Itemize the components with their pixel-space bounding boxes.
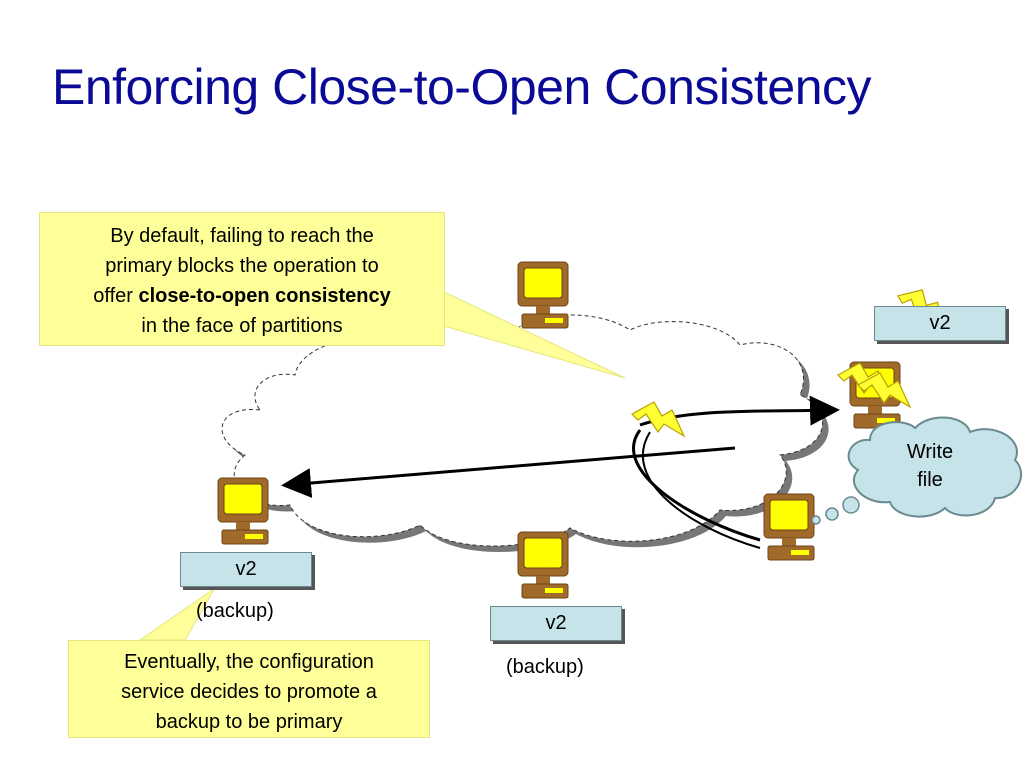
callout-top-line2: primary blocks the operation to [105, 255, 379, 277]
callout-top-line3-bold: close-to-open consistency [138, 285, 391, 307]
callout-bottom-line1: Eventually, the configuration [124, 651, 374, 673]
bottom-node-label: v2 [490, 606, 622, 641]
left-node-label: v2 [180, 552, 312, 587]
thought-line1: Write [906, 441, 954, 463]
callout-bottom-line2: service decides to promote a [121, 681, 377, 703]
arrow-to-left-backup [281, 446, 736, 498]
computer-bottom-icon [517, 531, 569, 599]
slide-title: Enforcing Close-to-Open Consistency [52, 59, 872, 115]
callout-bottom: Eventually, the configuration service de… [68, 640, 430, 738]
right-node-label: v2 [874, 306, 1006, 341]
computer-top-icon [517, 261, 569, 329]
client-route-line [632, 429, 761, 542]
thought-line2: file [917, 469, 943, 491]
computer-client-icon [763, 493, 815, 561]
network-cloud [221, 314, 829, 553]
thought-text: Write file [885, 438, 975, 494]
callout-top-line1: By default, failing to reach the [110, 225, 374, 247]
callout-top-line4: in the face of partitions [141, 315, 343, 337]
callout-top-line3-prefix: offer [93, 285, 139, 307]
client-route-line-2 [642, 431, 761, 549]
left-node-caption: (backup) [196, 600, 274, 622]
bottom-node-caption: (backup) [506, 656, 584, 678]
callout-top-line3: offer close-to-open consistency [40, 281, 444, 311]
computer-left-icon [217, 477, 269, 545]
thought-bubble [811, 416, 1022, 525]
callout-top: By default, failing to reach the primary… [39, 212, 445, 346]
callout-bottom-line3: backup to be primary [155, 711, 343, 733]
